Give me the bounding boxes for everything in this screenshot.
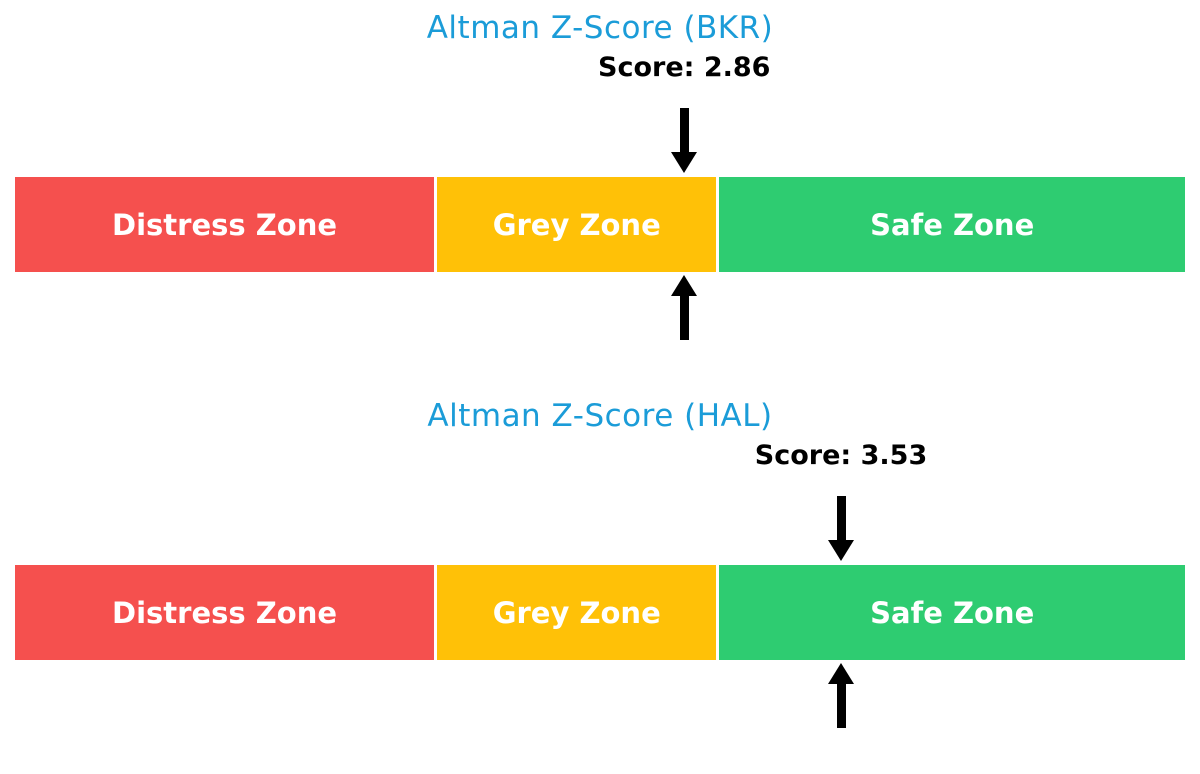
- safe-zone-label: Safe Zone: [870, 207, 1035, 242]
- arrow-shaft: [679, 296, 689, 340]
- zone-bar: Distress Zone Grey Zone Safe Zone: [15, 565, 1185, 660]
- safe-zone-segment: Safe Zone: [719, 565, 1185, 660]
- zscore-chart-bkr: Altman Z-Score (BKR) Score: 2.86 Distres…: [0, 0, 1200, 346]
- arrow-head: [828, 663, 855, 684]
- safe-zone-segment: Safe Zone: [719, 177, 1185, 272]
- zscore-chart-hal: Altman Z-Score (HAL) Score: 3.53 Distres…: [0, 388, 1200, 734]
- distress-zone-label: Distress Zone: [112, 207, 338, 242]
- arrow-head: [671, 152, 698, 173]
- score-marker-up-arrow-icon: [828, 663, 855, 728]
- safe-zone-label: Safe Zone: [870, 595, 1035, 630]
- distress-zone-segment: Distress Zone: [15, 565, 435, 660]
- grey-zone-label: Grey Zone: [492, 595, 661, 630]
- grey-zone-segment: Grey Zone: [437, 177, 717, 272]
- arrow-shaft: [836, 684, 846, 728]
- grey-zone-segment: Grey Zone: [437, 565, 717, 660]
- distress-zone-segment: Distress Zone: [15, 177, 435, 272]
- arrow-head: [671, 275, 698, 296]
- marker-layer: Score: 2.86: [15, 0, 1185, 346]
- distress-zone-label: Distress Zone: [112, 595, 338, 630]
- score-marker-up-arrow-icon: [671, 275, 698, 340]
- arrow-shaft: [836, 496, 846, 540]
- chart-title-hal: Altman Z-Score (HAL): [427, 398, 773, 434]
- chart-title-bkr: Altman Z-Score (BKR): [426, 10, 774, 46]
- arrow-head: [828, 540, 855, 561]
- zone-bar: Distress Zone Grey Zone Safe Zone: [15, 177, 1185, 272]
- score-value-label: Score: 3.53: [754, 440, 928, 471]
- score-marker-down-arrow-icon: [828, 496, 855, 561]
- arrow-shaft: [679, 108, 689, 152]
- marker-layer: Score: 3.53: [15, 388, 1185, 734]
- grey-zone-label: Grey Zone: [492, 207, 661, 242]
- score-marker-down-arrow-icon: [671, 108, 698, 173]
- score-value-label: Score: 2.86: [598, 52, 771, 83]
